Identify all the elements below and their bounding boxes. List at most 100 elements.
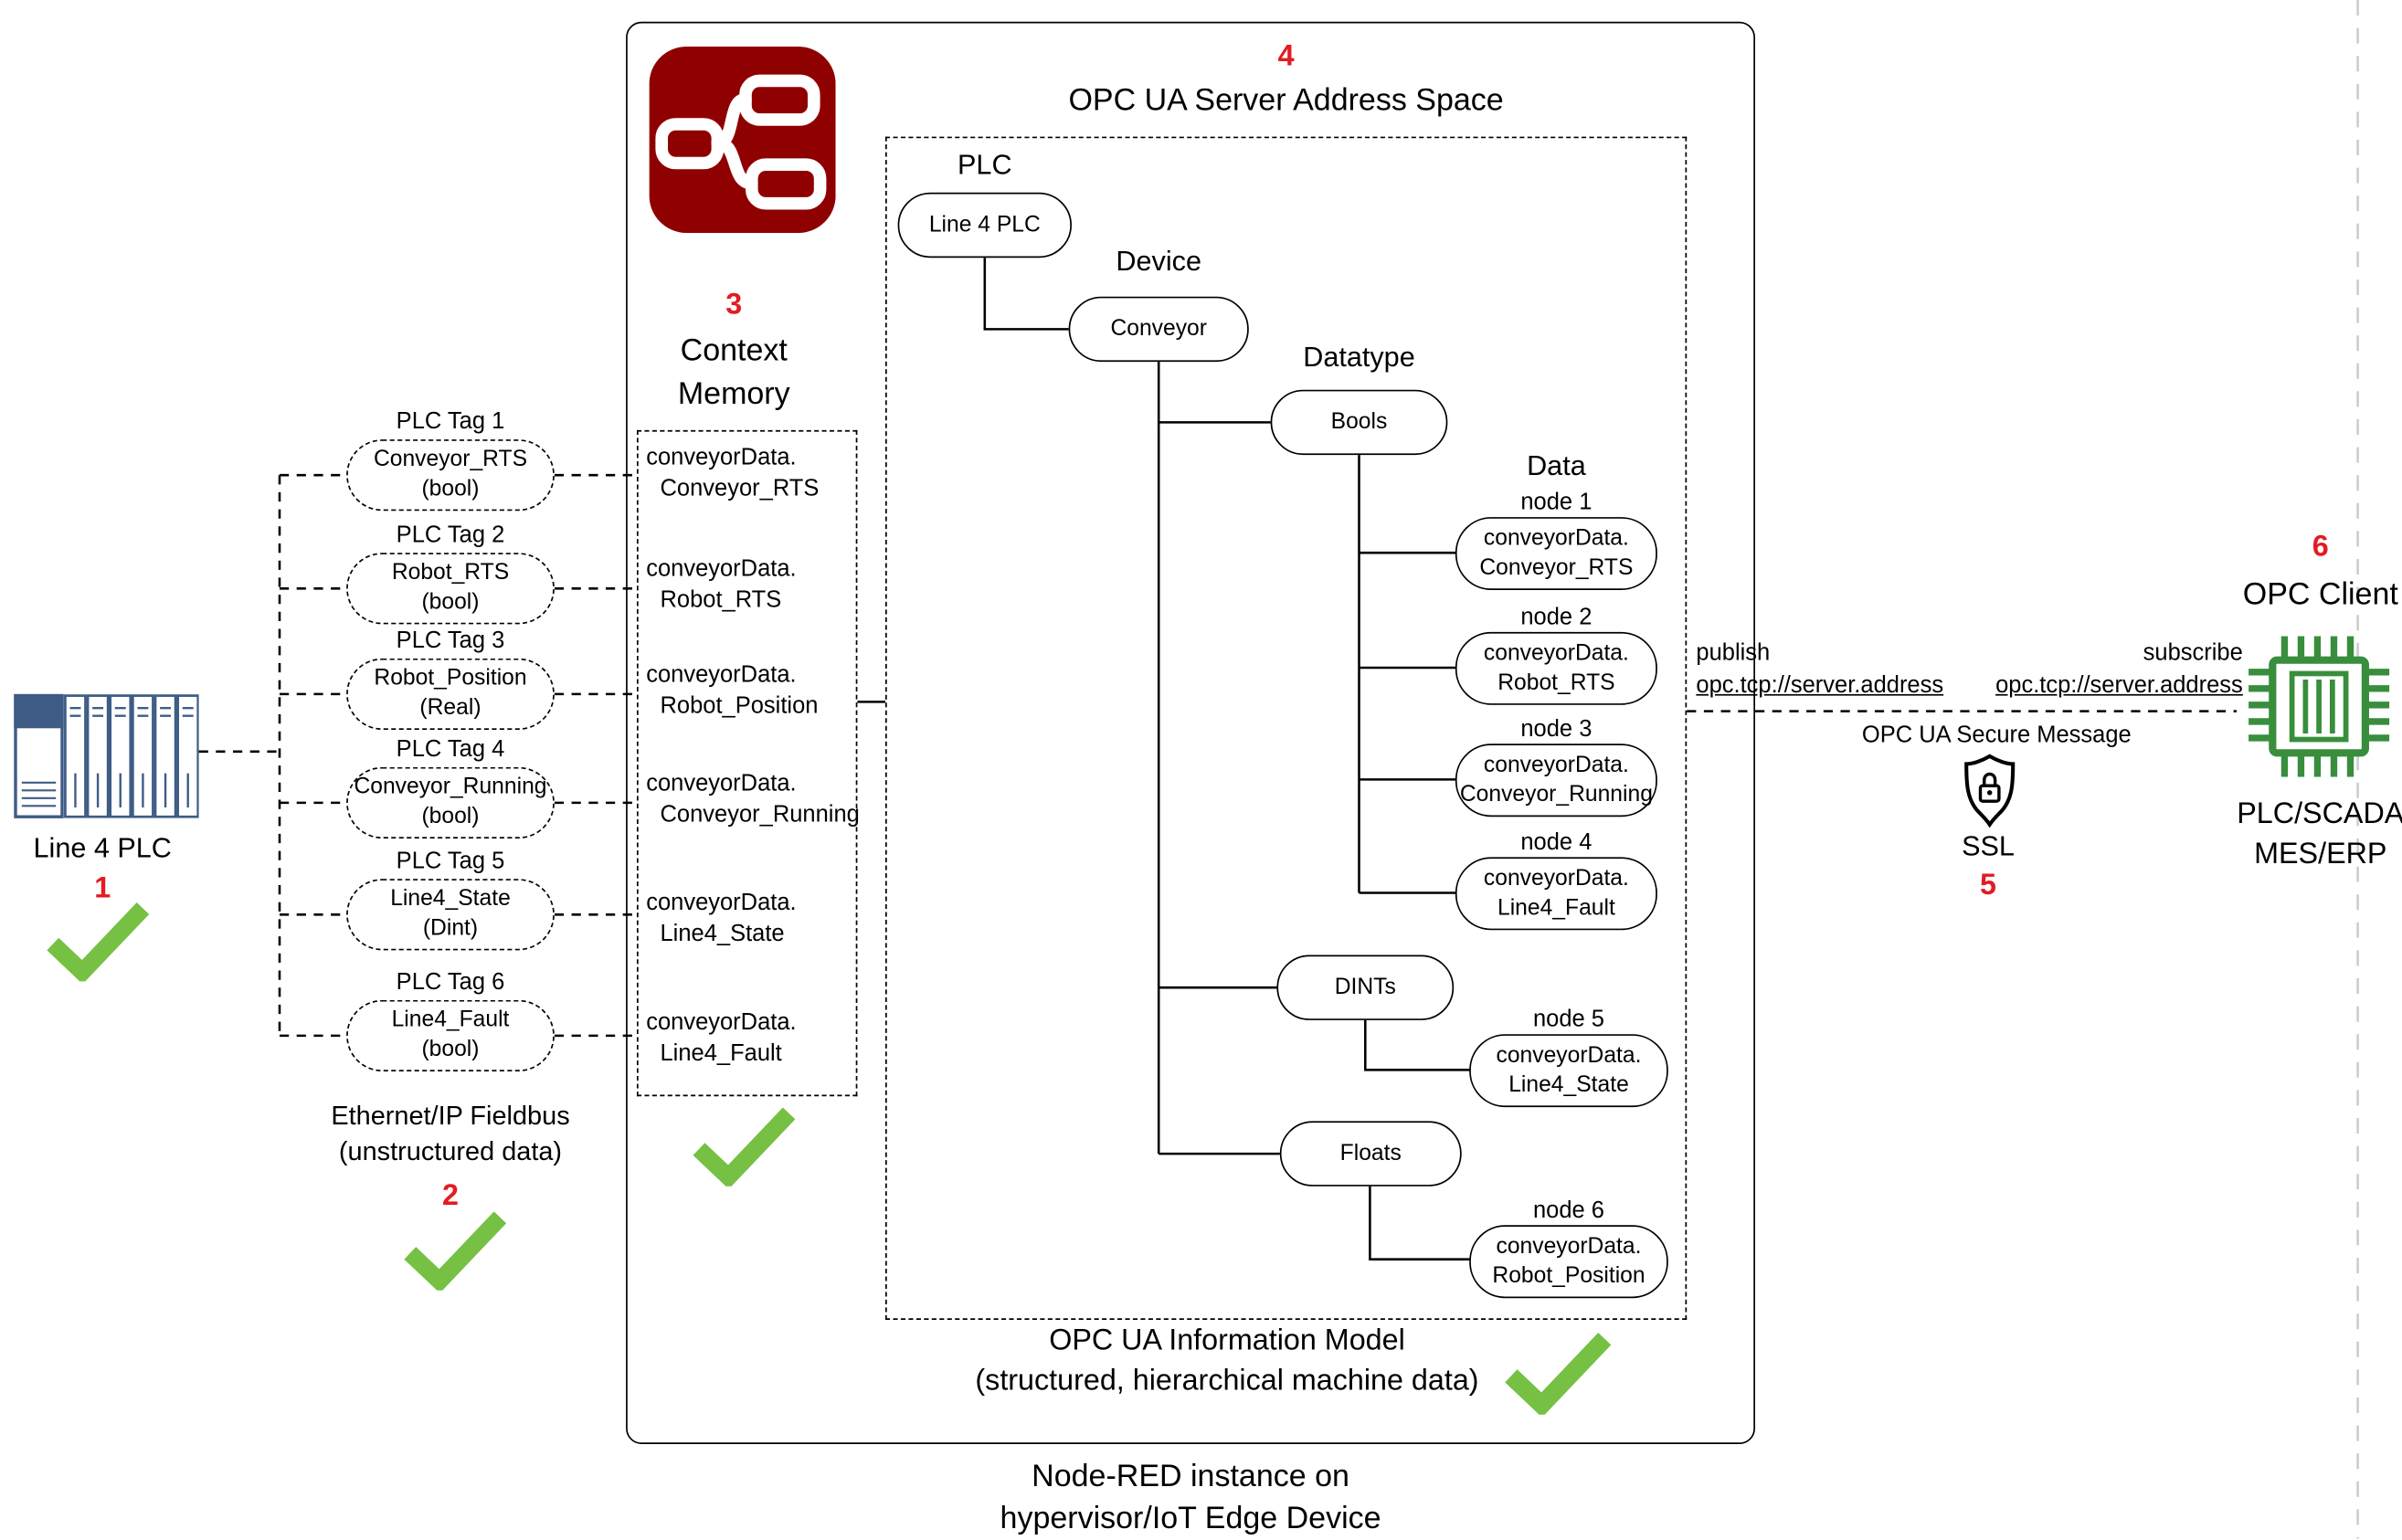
context-memory-entry: conveyorData. Robot_Position — [646, 660, 851, 721]
data-node-line2: Robot_RTS — [1497, 669, 1614, 698]
context-entry-line2: Line4_Fault — [646, 1038, 851, 1068]
ssl-shield-icon — [1960, 754, 2019, 838]
client-caption-line2: MES/ERP — [2206, 835, 2402, 875]
plc-tag-pill: Line4_State (Dint) — [346, 879, 555, 950]
context-memory-box — [637, 430, 857, 1096]
data-node-line2: Conveyor_RTS — [1479, 554, 1633, 583]
context-entry-line2: Conveyor_Running — [646, 799, 851, 829]
context-memory-entry: conveyorData. Conveyor_RTS — [646, 443, 851, 503]
context-memory-entry: conveyorData. Line4_State — [646, 888, 851, 948]
context-memory-entry: conveyorData. Conveyor_Running — [646, 769, 851, 829]
context-memory-entry: conveyorData. Line4_Fault — [646, 1007, 851, 1068]
data-node-label: node 5 — [1469, 1007, 1668, 1033]
client-caption: PLC/SCADA MES/ERP — [2206, 795, 2402, 874]
plc-check-icon — [44, 901, 153, 987]
client-step-number: 6 — [2227, 531, 2402, 564]
plc-tag-pill: Robot_RTS (bool) — [346, 553, 555, 624]
opc-client-chip-icon — [2237, 624, 2401, 795]
level-label-datatype: Datatype — [1271, 342, 1448, 374]
tree-node-bools: Bools — [1271, 390, 1448, 455]
data-node-pill: conveyorData. Line4_Fault — [1455, 857, 1657, 930]
information-model-caption-line1: OPC UA Information Model — [870, 1322, 1584, 1362]
tree-node-dints-label: DINTs — [1335, 973, 1396, 1002]
context-memory-title-line2: Memory — [621, 373, 847, 417]
nodered-caption: Node-RED instance on hypervisor/IoT Edge… — [626, 1457, 1755, 1540]
tree-node-dints: DINTs — [1276, 955, 1454, 1020]
publish-label-group: publish opc.tcp://server.address — [1696, 637, 1943, 701]
plc-tag-pill: Line4_Fault (bool) — [346, 1000, 555, 1071]
data-node-line2: Conveyor_Running — [1460, 780, 1653, 809]
tree-node-floats-label: Floats — [1340, 1139, 1402, 1168]
plc-rack-icon — [13, 683, 199, 826]
subscribe-label-group: subscribe opc.tcp://server.address — [1960, 637, 2242, 701]
data-node-line1: conveyorData. — [1497, 1042, 1642, 1071]
plc-tag-pill: Robot_Position (Real) — [346, 659, 555, 730]
data-node-pill: conveyorData. Conveyor_RTS — [1455, 517, 1657, 590]
fieldbus-caption-line1: Ethernet/IP Fieldbus — [280, 1100, 621, 1135]
tree-node-plc: Line 4 PLC — [898, 193, 1072, 258]
context-entry-line2: Conveyor_RTS — [646, 473, 851, 503]
data-node-line2: Line4_State — [1508, 1071, 1629, 1100]
plc-tag-pill: Conveyor_RTS (bool) — [346, 439, 555, 511]
plc-tag-name: Robot_RTS — [392, 560, 509, 589]
secure-message-label: OPC UA Secure Message — [1846, 719, 2149, 752]
information-model-check-icon — [1500, 1331, 1615, 1421]
plc-label: Line 4 PLC — [9, 832, 196, 865]
information-model-caption-line2: (structured, hierarchical machine data) — [870, 1361, 1584, 1401]
plc-tag-title: PLC Tag 3 — [346, 628, 555, 654]
addressspace-step-number: 4 — [885, 40, 1687, 74]
node-red-logo-icon — [650, 47, 836, 239]
publish-label: publish — [1696, 637, 1943, 670]
ssl-step-number: 5 — [1926, 870, 2050, 903]
plc-tag-type: (bool) — [421, 475, 479, 504]
client-title: OPC Client — [2212, 577, 2402, 613]
context-entry-line1: conveyorData. — [646, 443, 851, 473]
nodered-caption-line2: hypervisor/IoT Edge Device — [626, 1499, 1755, 1540]
plc-tag-type: (Dint) — [423, 914, 478, 944]
plc-tag-name: Line4_Fault — [392, 1007, 510, 1036]
plc-tag-name: Conveyor_Running — [354, 774, 546, 803]
plc-tag-title: PLC Tag 4 — [346, 736, 555, 763]
plc-tag-name: Line4_State — [390, 886, 511, 915]
subscribe-url: opc.tcp://server.address — [1960, 670, 2242, 702]
data-node-label: node 4 — [1455, 829, 1657, 856]
data-node-label: node 6 — [1469, 1197, 1668, 1224]
context-entry-line2: Robot_Position — [646, 691, 851, 721]
plc-tag-name: Robot_Position — [374, 665, 526, 694]
data-node-label: node 1 — [1455, 490, 1657, 516]
data-node-pill: conveyorData. Line4_State — [1469, 1034, 1668, 1107]
subscribe-label: subscribe — [1960, 637, 2242, 670]
context-entry-line1: conveyorData. — [646, 660, 851, 691]
tree-node-device: Conveyor — [1069, 297, 1249, 362]
addressspace-title: OPC UA Server Address Space — [885, 84, 1687, 120]
plc-tag-title: PLC Tag 5 — [346, 848, 555, 874]
tree-node-device-label: Conveyor — [1110, 315, 1207, 344]
plc-tag-title: PLC Tag 2 — [346, 522, 555, 548]
fieldbus-check-icon — [401, 1209, 510, 1296]
plc-tag-type: (bool) — [421, 803, 479, 832]
data-node-label: node 3 — [1455, 716, 1657, 743]
client-caption-line1: PLC/SCADA — [2206, 795, 2402, 835]
data-node-line2: Line4_Fault — [1497, 893, 1615, 923]
data-node-line1: conveyorData. — [1497, 1233, 1642, 1262]
data-node-line1: conveyorData. — [1484, 752, 1629, 781]
data-node-label: node 2 — [1455, 604, 1657, 630]
tree-node-plc-label: Line 4 PLC — [929, 211, 1041, 240]
context-memory-check-icon — [690, 1105, 799, 1192]
context-entry-line1: conveyorData. — [646, 888, 851, 918]
data-node-line1: conveyorData. — [1484, 525, 1629, 554]
data-node-line1: conveyorData. — [1484, 639, 1629, 669]
level-label-data: Data — [1455, 450, 1657, 483]
context-entry-line2: Line4_State — [646, 919, 851, 949]
data-node-pill: conveyorData. Conveyor_Running — [1455, 744, 1657, 817]
data-node-line2: Robot_Position — [1492, 1261, 1645, 1291]
data-node-pill: conveyorData. Robot_Position — [1469, 1225, 1668, 1298]
context-memory-title: Context Memory — [621, 329, 847, 416]
plc-tag-type: (Real) — [419, 694, 481, 723]
fieldbus-caption: Ethernet/IP Fieldbus (unstructured data) — [280, 1100, 621, 1171]
data-node-pill: conveyorData. Robot_RTS — [1455, 632, 1657, 705]
data-node-line1: conveyorData. — [1484, 865, 1629, 894]
information-model-caption: OPC UA Information Model (structured, hi… — [870, 1322, 1584, 1401]
tree-node-floats: Floats — [1280, 1121, 1462, 1186]
